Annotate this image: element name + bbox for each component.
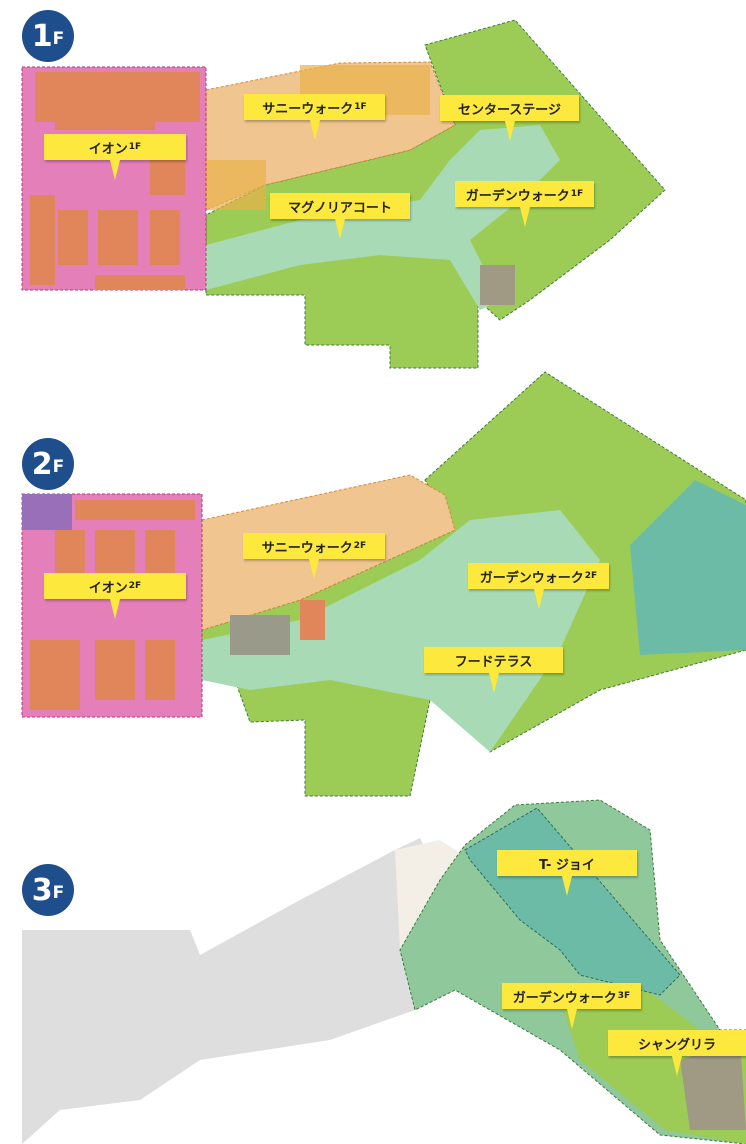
other-area-3f [22, 838, 470, 1144]
floor-3f-map [22, 799, 746, 1144]
label-text: イオン [88, 580, 128, 596]
label-food-terrace[interactable]: フードテラス [424, 647, 563, 693]
badge-unit: F [52, 29, 65, 49]
label-text: マグノリアコート [288, 200, 392, 216]
label-shangrila[interactable]: シャングリラ [608, 1030, 746, 1076]
label-center-stage[interactable]: センターステージ [440, 95, 579, 141]
label-text: シャングリラ [637, 1037, 716, 1053]
label-text: サニーウォーク [261, 540, 353, 556]
badge-unit: F [52, 883, 65, 903]
label-text: ガーデンウォーク [465, 188, 570, 204]
label-text: フードテラス [454, 654, 533, 670]
label-text: サニーウォーク [262, 101, 354, 117]
teal-block-2f [630, 480, 746, 655]
label-suffix: 2F [353, 541, 367, 551]
label-suffix: 2F [584, 571, 598, 581]
label-text: センターステージ [457, 102, 562, 118]
badge-number: 3 [31, 872, 53, 908]
label-text: ガーデンウォーク [479, 570, 584, 586]
label-t-joy[interactable]: T- ジョイ [497, 850, 637, 896]
label-suffix: 1F [570, 189, 584, 199]
label-magnolia-court[interactable]: マグノリアコート [270, 193, 410, 239]
badge-number: 1 [31, 18, 53, 54]
label-suffix: 3F [617, 991, 631, 1001]
label-text: イオン [88, 141, 128, 157]
badge-unit: F [52, 457, 65, 477]
label-suffix: 2F [128, 581, 142, 591]
badge-number: 2 [31, 446, 53, 482]
label-text: T- ジョイ [539, 857, 595, 873]
label-text: ガーデンウォーク [512, 990, 617, 1006]
label-suffix: 1F [354, 102, 367, 112]
label-suffix: 1F [128, 142, 142, 152]
